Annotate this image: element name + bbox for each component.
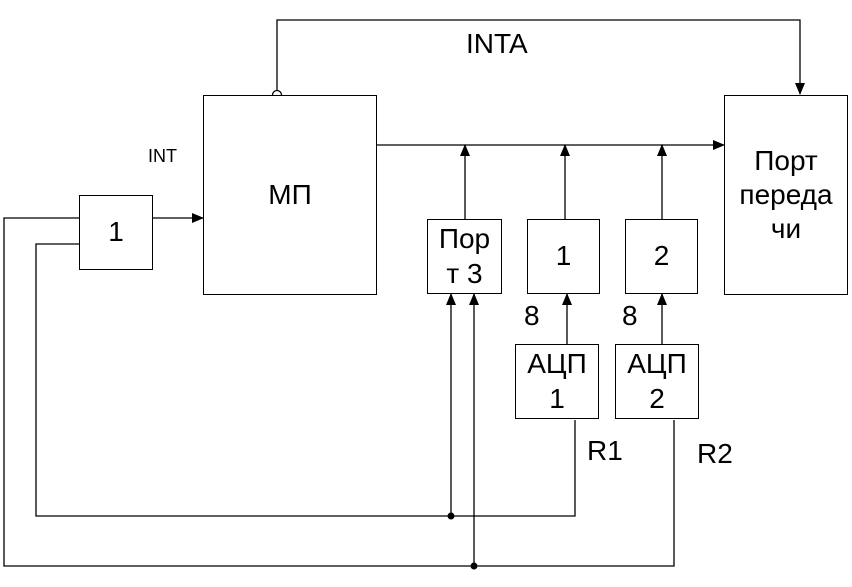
adc-2-label-line-2: 2 [649,382,665,414]
block-1: 1 [79,195,153,270]
bus-width-label-1: 8 [524,300,540,331]
register-1-block: 1 [527,219,600,294]
bus-width-label-2: 8 [622,300,638,331]
adc-2-block: АЦП 2 [615,344,699,419]
junction-dot-outer [470,562,478,570]
transfer-port-label-line-2: переда [739,178,833,210]
register-1-label: 1 [555,240,572,272]
adc-2-label-line-1: АЦП [627,348,687,380]
microprocessor-label: МП [268,178,312,210]
r1-label: R1 [587,435,623,466]
inner-loop-line [35,243,576,517]
port3-label-line-2: т 3 [446,257,483,289]
inta-label: INTA [466,28,528,59]
transfer-port-label-line-3: чи [770,213,802,245]
outer-loop-line [3,217,675,567]
inta-line [276,19,805,95]
adc-1-label-line-2: 1 [549,382,565,414]
adc-1-label-line-1: АЦП [527,348,587,380]
port3-label-line-1: Пор [438,223,491,255]
microprocessor-block: МП [203,95,377,295]
register-2-label: 2 [653,240,670,272]
int-label: INT [148,146,177,166]
register-2-block: 2 [625,219,698,294]
transfer-port-label-line-1: Порт [754,144,818,176]
block-1-label: 1 [108,216,124,248]
r2-label: R2 [697,438,733,469]
transfer-port-block: Порт переда чи [724,95,848,295]
junction-dot-inner [447,512,455,520]
port3-block: Пор т 3 [427,219,502,294]
adc-1-block: АЦП 1 [515,344,599,419]
